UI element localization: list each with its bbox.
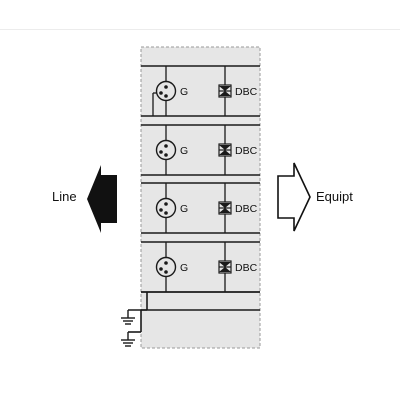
dbc-label: DBC <box>235 262 258 274</box>
diode-icon <box>219 145 231 150</box>
protection-module: G DBC <box>141 241 260 293</box>
gdt-electrode-dot <box>164 270 168 274</box>
gdt-electrode-dot <box>164 153 168 157</box>
diode-icon <box>219 203 231 208</box>
gdt-electrode-dot <box>164 202 168 206</box>
ground-symbol <box>121 332 135 347</box>
gdt-electrode-dot <box>159 208 163 212</box>
gdt-label: G <box>180 145 188 157</box>
dbc-label: DBC <box>235 86 258 98</box>
line-arrow <box>87 165 117 233</box>
gdt-electrode-dot <box>164 211 168 215</box>
ground-bus <box>128 291 260 333</box>
dbc-label: DBC <box>235 203 258 215</box>
gdt-label: G <box>180 203 188 215</box>
gdt-electrode-dot <box>164 144 168 148</box>
top-divider <box>0 29 400 30</box>
gdt-electrode-dot <box>159 150 163 154</box>
gdt-label: G <box>180 262 188 274</box>
line-label: Line <box>52 189 77 204</box>
equipment-label: Equipt <box>316 189 353 204</box>
gdt-electrode-dot <box>159 267 163 271</box>
gas-discharge-tube-icon <box>155 256 177 278</box>
diode-icon <box>219 208 231 213</box>
protection-module: G DBC <box>141 124 260 176</box>
gdt-electrode-dot <box>164 261 168 265</box>
protection-module: G DBC <box>141 182 260 234</box>
dbc-label: DBC <box>235 145 258 157</box>
gdt-electrode-dot <box>164 94 168 98</box>
diode-icon <box>219 262 231 267</box>
gas-discharge-tube-icon <box>155 197 177 219</box>
diode-icon <box>219 150 231 155</box>
diode-icon <box>219 91 231 96</box>
protection-module: G DBC <box>141 65 260 117</box>
diode-icon <box>219 267 231 272</box>
gdt-electrode-dot <box>159 91 163 95</box>
gas-discharge-tube-icon <box>155 139 177 161</box>
equipment-arrow <box>277 162 311 232</box>
protection-modules: G DBC G DBC G DBC G DBC <box>141 65 260 293</box>
ground-symbol <box>121 310 135 325</box>
gdt-label: G <box>180 86 188 98</box>
diode-icon <box>219 86 231 91</box>
gas-discharge-tube-icon <box>155 80 177 102</box>
gdt-electrode-dot <box>164 85 168 89</box>
